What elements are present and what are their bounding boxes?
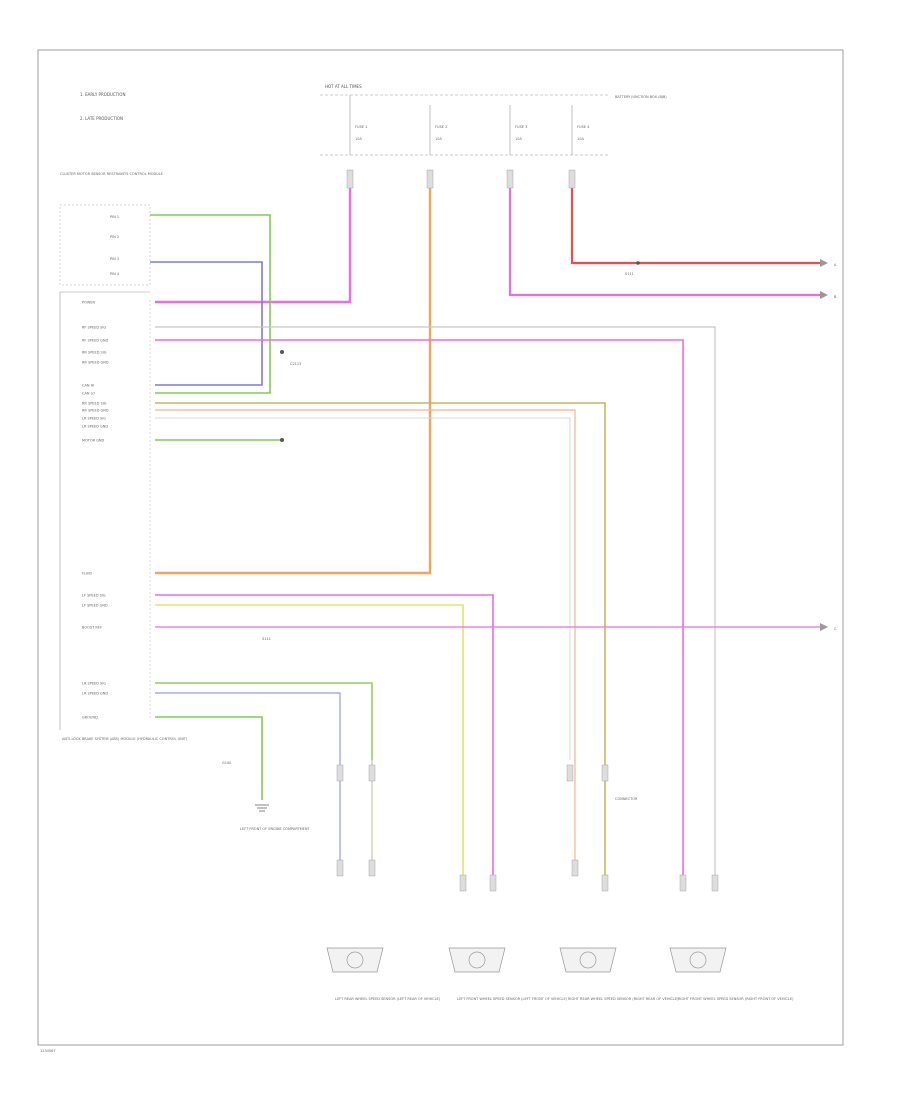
module-pin-label: LR SPEED SIG <box>82 682 106 686</box>
wire-green-top <box>150 214 271 394</box>
wire-magenta-rf <box>155 339 684 875</box>
module-pin-label: MOTOR GND <box>82 439 105 443</box>
svg-text:RIGHT FRONT WHEEL SPEED SENSOR: RIGHT FRONT WHEEL SPEED SENSOR (RIGHT FR… <box>678 997 794 1001</box>
wires <box>150 175 820 875</box>
fuse-3: FUSE 3 10A <box>515 125 527 141</box>
module-pin-label: LR SPEED GND <box>82 692 108 696</box>
svg-text:B: B <box>834 295 837 299</box>
wire-magenta-b <box>508 175 820 297</box>
module-pin-label: RF SPEED SIG <box>82 326 106 330</box>
sensor-right-front: RIGHT FRONT WHEEL SPEED SENSOR (RIGHT FR… <box>669 947 794 1001</box>
module-pin-label: POWER <box>82 301 96 305</box>
module-top: CLUSTER MOTOR SENSOR RESTRAINTS CONTROL … <box>59 172 163 286</box>
sensor-left-front: LEFT FRONT WHEEL SPEED SENSOR (LEFT FRON… <box>448 947 568 1001</box>
module-pin-label: RR SPEED GND <box>82 409 109 413</box>
module-pin-label: CAN LO <box>82 392 95 396</box>
wire-magenta-power <box>155 175 352 304</box>
wire-gray-rf <box>155 326 716 875</box>
connector-note: CONNECTOR <box>615 797 638 801</box>
module-pin-label: RR SPEED SIG <box>82 351 107 355</box>
svg-text:C: C <box>834 627 837 631</box>
svg-text:LEFT FRONT WHEEL SPEED SENSOR: LEFT FRONT WHEEL SPEED SENSOR (LEFT FRON… <box>457 997 568 1001</box>
fuse-4: FUSE 4 10A <box>577 125 590 141</box>
wire-red <box>570 175 820 265</box>
svg-text:10A: 10A <box>515 137 522 141</box>
svg-text:FUSE 4: FUSE 4 <box>577 125 590 129</box>
diagram-frame <box>37 49 844 1046</box>
module-top-label: CLUSTER MOTOR SENSOR RESTRAINTS CONTROL … <box>60 172 163 176</box>
svg-text:PIN 4: PIN 4 <box>110 272 120 276</box>
wire-yellow-lf <box>155 604 464 875</box>
wire-blue-lr <box>155 692 341 875</box>
ground-symbol: G100 LEFT FRONT OF ENGINE COMPARTMENT <box>222 761 310 831</box>
splices: S111 S111 C2113 CONNECTOR <box>262 261 640 801</box>
offpage-a: A <box>820 259 837 267</box>
ground-wire-label: G100 <box>222 761 231 765</box>
module-pin-label: BOOST REF <box>82 626 102 630</box>
svg-text:PIN 3: PIN 3 <box>110 257 119 261</box>
footer-code: 1234567 <box>40 1049 56 1053</box>
offpage-b: B <box>820 291 837 299</box>
module-pin-label: RF SPEED GND <box>82 339 108 343</box>
sensor-left-rear: LEFT REAR WHEEL SPEED SENSOR (LEFT REAR … <box>326 947 441 1001</box>
offpage-c: C <box>820 623 837 631</box>
fuse-box: HOT AT ALL TIMES FUSE 1 10A FUSE 2 10A F… <box>320 84 667 156</box>
svg-text:A: A <box>834 263 837 267</box>
svg-text:FUSE 3: FUSE 3 <box>515 125 527 129</box>
legend: 1. EARLY PRODUCTION 2. LATE PRODUCTION <box>80 92 125 121</box>
fuse-2: FUSE 2 10A <box>435 125 447 141</box>
wire-gray-rr <box>155 417 571 760</box>
svg-text:RIGHT REAR WHEEL SPEED SENSOR: RIGHT REAR WHEEL SPEED SENSOR (RIGHT REA… <box>568 997 679 1001</box>
wire-green-ground <box>155 716 263 800</box>
module-pin-label: LR SPEED GND <box>82 425 108 429</box>
module-pin-label: FLUID <box>82 572 92 576</box>
svg-text:PIN 2: PIN 2 <box>110 235 119 239</box>
wheel-sensors: LEFT REAR WHEEL SPEED SENSOR (LEFT REAR … <box>326 947 794 1001</box>
junction-label: C2113 <box>290 362 301 366</box>
module-pin-labels: POWER RF SPEED SIG RF SPEED GND RR SPEED SI… <box>82 301 109 720</box>
offpage-connectors: A B C <box>820 259 837 631</box>
module-pin-label: LR SPEED SIG <box>82 417 106 421</box>
module-pin-label: RR SPEED SIG <box>82 402 107 406</box>
wire-orange-fluid <box>155 175 432 575</box>
module-bottom-label: ANTI-LOCK BRAKE SYSTEM (ABS) MODULE (HYD… <box>62 737 188 741</box>
ground-note: LEFT FRONT OF ENGINE COMPARTMENT <box>240 827 310 831</box>
module-main: ANTI-LOCK BRAKE SYSTEM (ABS) MODULE (HYD… <box>59 291 188 741</box>
connectors <box>336 169 719 892</box>
svg-text:PIN 1: PIN 1 <box>110 215 119 219</box>
svg-text:FUSE 2: FUSE 2 <box>435 125 447 129</box>
svg-text:10A: 10A <box>577 137 584 141</box>
svg-text:10A: 10A <box>435 137 442 141</box>
svg-text:10A: 10A <box>355 137 362 141</box>
svg-text:FUSE 1: FUSE 1 <box>355 125 367 129</box>
wire-olive-rr <box>155 402 606 875</box>
wire-green-lr <box>155 682 373 760</box>
fuse-box-title: HOT AT ALL TIMES <box>325 84 362 89</box>
wire-orange-rr <box>155 409 576 875</box>
module-pin-label: LF SPEED SIG <box>82 594 106 598</box>
wire-blue-top <box>150 261 263 386</box>
legend-early: 1. EARLY PRODUCTION <box>80 92 125 97</box>
fuse-1: FUSE 1 10A <box>355 125 367 141</box>
sensor-right-rear: RIGHT REAR WHEEL SPEED SENSOR (RIGHT REA… <box>559 947 679 1001</box>
wire-magenta-lf <box>155 594 494 875</box>
module-pin-label: LF SPEED GND <box>82 604 108 608</box>
module-pin-label: GROUND <box>82 716 98 720</box>
svg-text:LEFT REAR WHEEL SPEED SENSOR (: LEFT REAR WHEEL SPEED SENSOR (LEFT REAR … <box>335 997 441 1001</box>
module-pin-label: RR SPEED GND <box>82 361 109 365</box>
splice-label: S111 <box>625 272 634 276</box>
module-pin-label: CAN HI <box>82 384 94 388</box>
legend-late: 2. LATE PRODUCTION <box>80 116 123 121</box>
splice-label-2: S111 <box>262 637 271 641</box>
fuse-box-note: BATTERY JUNCTION BOX (BJB) <box>615 95 667 99</box>
